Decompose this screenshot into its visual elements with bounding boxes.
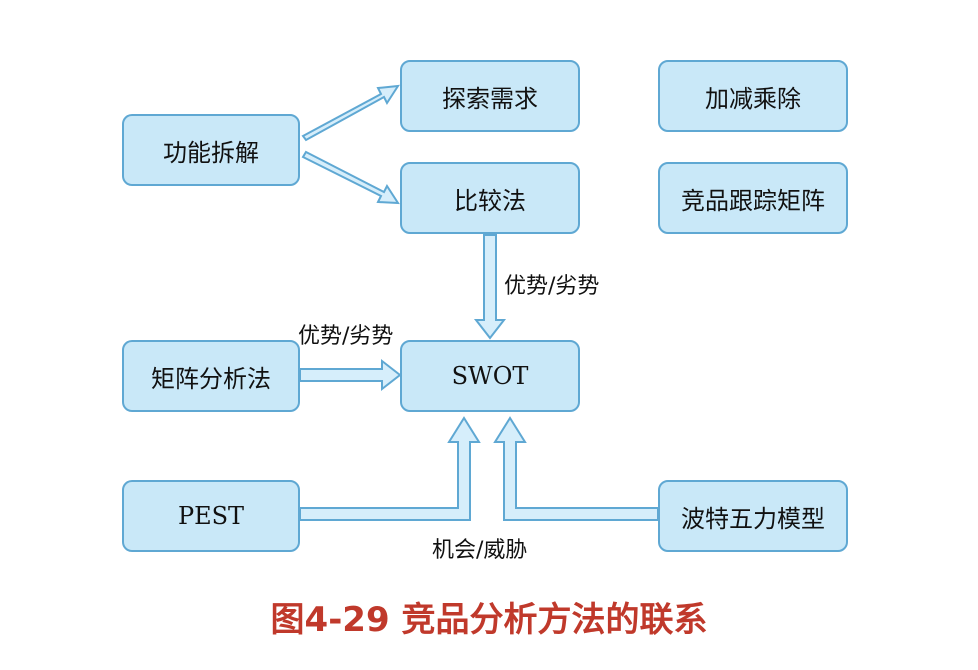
box-matrix-analysis: 矩阵分析法 — [122, 340, 300, 412]
box-function-decomposition: 功能拆解 — [122, 114, 300, 186]
label-strength-weakness-horizontal: 优势/劣势 — [298, 324, 394, 349]
figure-caption: 图4-29 竞品分析方法的联系 — [270, 600, 708, 640]
box-label: 功能拆解 — [163, 138, 259, 167]
box-label: 探索需求 — [442, 84, 538, 113]
arrow-matrix-to-swot — [299, 358, 402, 392]
box-label: 比较法 — [454, 186, 526, 215]
box-arithmetic: 加减乘除 — [658, 60, 848, 132]
box-label: 波特五力模型 — [681, 504, 825, 533]
box-porter-five-forces: 波特五力模型 — [658, 480, 848, 552]
arrow-decomp-to-compare — [301, 150, 400, 205]
label-opportunity-threat: 机会/威胁 — [432, 538, 528, 563]
arrow-compare-to-swot — [473, 234, 507, 340]
box-label: 加减乘除 — [705, 84, 801, 113]
arrow-pest-to-swot — [299, 416, 481, 521]
label-strength-weakness-vertical: 优势/劣势 — [504, 274, 600, 299]
box-comparison-method: 比较法 — [400, 162, 580, 234]
box-pest: PEST — [122, 480, 300, 552]
box-label: PEST — [177, 502, 245, 530]
arrow-porter-to-swot — [493, 416, 659, 521]
box-tracking-matrix: 竞品跟踪矩阵 — [658, 162, 848, 234]
box-explore-needs: 探索需求 — [400, 60, 580, 132]
box-label: SWOT — [451, 362, 529, 390]
box-swot: SWOT — [400, 340, 580, 412]
box-label: 矩阵分析法 — [151, 364, 271, 393]
box-label: 竞品跟踪矩阵 — [681, 186, 825, 215]
arrow-decomp-to-explore — [301, 84, 400, 142]
